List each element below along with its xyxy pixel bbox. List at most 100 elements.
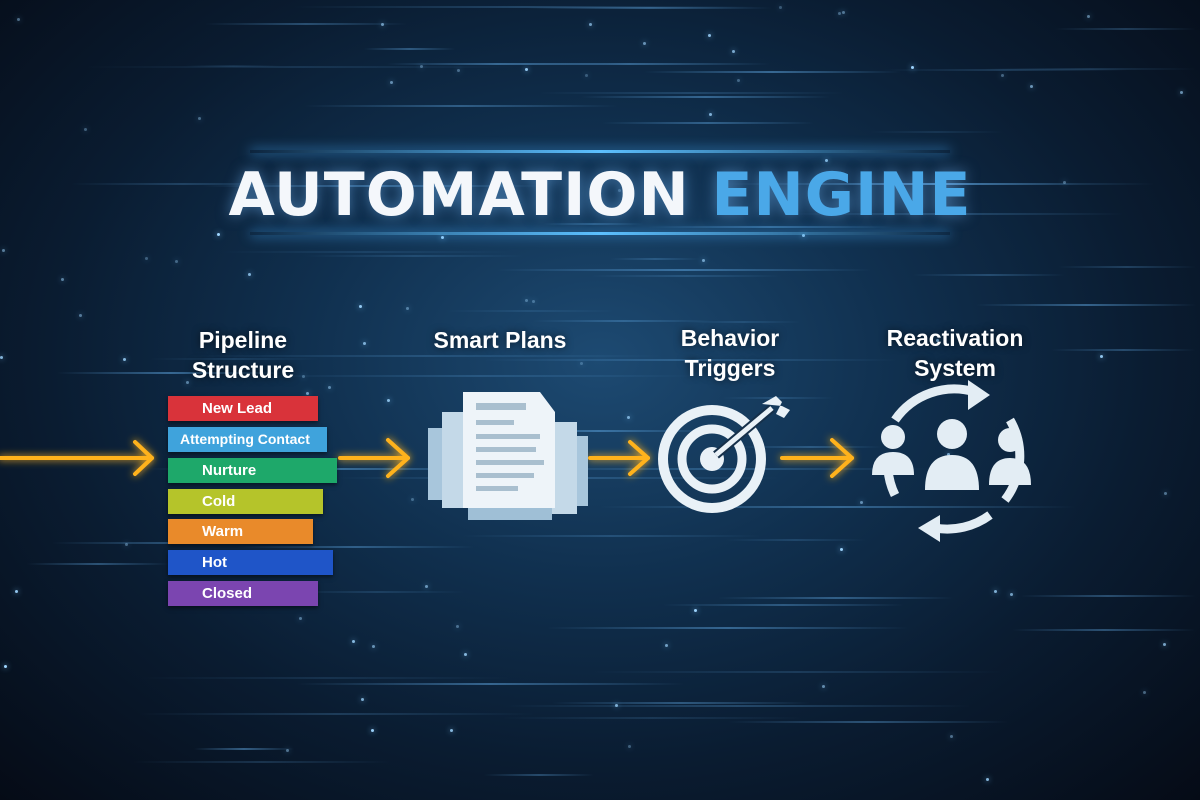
light-streak bbox=[293, 5, 756, 8]
light-dot bbox=[840, 547, 843, 551]
light-dot bbox=[947, 452, 951, 456]
light-dot bbox=[708, 113, 712, 117]
light-streak bbox=[599, 505, 1076, 508]
light-streak bbox=[882, 68, 1128, 71]
light-streak bbox=[363, 48, 455, 51]
light-dot bbox=[441, 236, 445, 240]
light-dot bbox=[579, 362, 583, 366]
light-streak bbox=[533, 320, 714, 323]
light-dot bbox=[993, 590, 997, 594]
light-dot bbox=[628, 745, 632, 749]
light-streak bbox=[303, 255, 525, 258]
stage-closed: Closed bbox=[168, 581, 318, 606]
light-dot bbox=[614, 703, 618, 707]
light-streak bbox=[84, 65, 518, 68]
light-dot bbox=[3, 664, 7, 668]
light-streak bbox=[132, 760, 391, 763]
light-dot bbox=[387, 398, 391, 402]
stage-nurture: Nurture bbox=[168, 458, 337, 483]
light-dot bbox=[0, 355, 4, 359]
light-dot bbox=[584, 73, 588, 77]
light-dot bbox=[618, 188, 622, 192]
light-streak bbox=[543, 222, 645, 225]
light-dot bbox=[175, 259, 179, 263]
light-streak bbox=[552, 702, 811, 705]
flow-arrow-3 bbox=[588, 440, 650, 476]
light-dot bbox=[15, 589, 19, 593]
light-dot bbox=[986, 777, 990, 781]
step-title-smart-plans: Smart Plans bbox=[400, 325, 600, 355]
step-title-reactivation: Reactivation System bbox=[855, 323, 1055, 383]
light-streak bbox=[788, 213, 1125, 216]
light-dot bbox=[1063, 180, 1067, 184]
step-title-pipeline: Pipeline Structure bbox=[143, 325, 343, 385]
light-dot bbox=[299, 617, 303, 621]
light-streak bbox=[644, 71, 901, 74]
light-streak bbox=[461, 534, 762, 537]
light-streak bbox=[601, 122, 814, 125]
light-streak bbox=[487, 62, 771, 65]
light-streak bbox=[236, 545, 475, 548]
light-dot bbox=[1087, 15, 1091, 19]
light-dot bbox=[60, 277, 64, 281]
light-streak bbox=[26, 562, 169, 565]
light-dot bbox=[1000, 74, 1004, 78]
light-dot bbox=[425, 584, 429, 588]
light-streak bbox=[262, 374, 697, 377]
light-dot bbox=[1179, 90, 1183, 94]
light-streak bbox=[185, 65, 281, 68]
document-stack-icon bbox=[428, 392, 588, 520]
stage-label: Closed bbox=[202, 585, 253, 602]
light-dot bbox=[286, 749, 290, 753]
light-streak bbox=[805, 183, 1083, 185]
light-streak bbox=[193, 747, 294, 750]
light-dot bbox=[145, 257, 149, 261]
step-title-line: Smart Plans bbox=[433, 327, 567, 353]
light-dot bbox=[824, 159, 828, 163]
light-streak bbox=[723, 396, 834, 399]
light-streak bbox=[501, 716, 804, 719]
light-streak bbox=[137, 713, 535, 716]
title-glow-top bbox=[250, 150, 950, 153]
light-streak bbox=[202, 185, 546, 188]
title-accent: ENGINE bbox=[711, 160, 972, 230]
stage-warm: Warm bbox=[168, 519, 313, 544]
light-streak bbox=[70, 183, 293, 186]
stage-label: Cold bbox=[202, 493, 236, 510]
light-dot bbox=[186, 381, 190, 385]
light-dot bbox=[351, 639, 355, 643]
light-dot bbox=[911, 66, 915, 70]
light-dot bbox=[456, 624, 460, 628]
light-streak bbox=[525, 6, 772, 9]
stage-attempting-contact: Attempting Contact bbox=[168, 427, 327, 452]
light-streak bbox=[297, 683, 685, 686]
step-title-line: Triggers bbox=[684, 355, 776, 381]
light-streak bbox=[975, 304, 1196, 307]
page-title: AUTOMATION ENGINE bbox=[0, 160, 1200, 230]
light-dot bbox=[2, 249, 6, 253]
step-title-behavior-triggers: Behavior Triggers bbox=[630, 323, 830, 383]
light-streak bbox=[609, 257, 700, 260]
people-cycle-icon bbox=[872, 380, 1031, 542]
light-dot bbox=[822, 685, 826, 689]
light-streak bbox=[580, 95, 830, 98]
stage-label: Nurture bbox=[202, 462, 257, 479]
light-streak bbox=[663, 604, 904, 607]
light-dot bbox=[708, 34, 712, 38]
light-streak bbox=[504, 705, 972, 708]
light-dot bbox=[419, 64, 423, 68]
light-dot bbox=[197, 117, 201, 121]
light-dot bbox=[122, 358, 126, 362]
light-dot bbox=[737, 78, 741, 82]
light-streak bbox=[724, 538, 867, 541]
light-streak bbox=[1050, 348, 1196, 351]
light-streak bbox=[726, 182, 1155, 185]
light-dot bbox=[838, 11, 842, 15]
light-dot bbox=[390, 80, 394, 84]
light-dot bbox=[1100, 355, 1104, 359]
light-streak bbox=[983, 67, 1196, 70]
light-dot bbox=[532, 300, 536, 304]
light-dot bbox=[79, 314, 83, 318]
light-dot bbox=[588, 23, 592, 27]
flow-arrow-4 bbox=[780, 438, 854, 478]
